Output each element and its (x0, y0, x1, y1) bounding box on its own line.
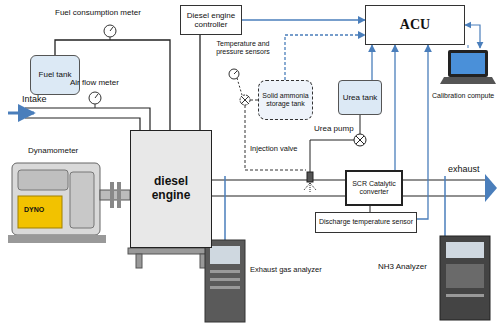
connector (55, 40, 170, 130)
laptop-link (465, 25, 480, 48)
laptop-link (468, 45, 469, 48)
urea-pump-symbol (354, 134, 366, 146)
connector (242, 19, 365, 20)
urea-line (310, 115, 360, 172)
tank-box: Fuel tank (30, 55, 80, 95)
connector (285, 35, 365, 80)
nh3-analyzer-cabinet (440, 236, 490, 320)
air-flow-gauge (89, 92, 101, 108)
sensor-lead (370, 205, 371, 212)
node-text: Urea tank (343, 93, 378, 102)
converter-box: SCR Catalytic converter (345, 170, 403, 206)
outlet-label: exhaust (448, 164, 480, 174)
temp-pressure-gauge (229, 69, 242, 95)
injector-nozzle (304, 172, 316, 192)
sensor-label: Temperature and pressure sensors (212, 40, 274, 56)
laptop-icon (440, 50, 496, 84)
exhaust-gas-analyzer-cabinet (205, 240, 245, 322)
node-text: Fuel tank (39, 70, 72, 79)
connector (199, 35, 200, 130)
node-text: diesel engine (134, 175, 208, 203)
computer-label: Calibration compute (432, 92, 494, 100)
sampling-probes (225, 176, 445, 240)
inlet-label: Intake (22, 94, 47, 104)
part-label: Dynamometer (28, 146, 78, 155)
connector (371, 45, 372, 80)
exhaust-arrow (485, 174, 497, 202)
meter-label: Fuel consumption meter (55, 8, 141, 17)
intake-arrow (8, 112, 34, 115)
node-text: ACU (400, 17, 430, 33)
shaft-coupling (100, 182, 130, 208)
intake-pipe (25, 108, 150, 130)
sensor-box: Discharge temperature sensor (315, 212, 417, 233)
injection-valve-symbol (240, 95, 250, 105)
meter-label: Air flow meter (70, 78, 119, 87)
dynamometer-figure (8, 163, 106, 243)
control-unit-box: ACU (365, 5, 465, 45)
valve-label: Injection valve (250, 145, 298, 154)
engine-box: diesel engine (130, 130, 212, 248)
node-text: Discharge temperature sensor (319, 218, 413, 226)
analyzer-label: Exhaust gas analyzer (250, 266, 322, 275)
connector (394, 45, 395, 170)
analyzer-label: NH3 Analyzer (378, 262, 427, 271)
tank-box: Urea tank (338, 80, 382, 115)
controller-box: Diesel engine controller (180, 5, 242, 35)
node-text: SCR Catalytic converter (350, 180, 398, 196)
engine-stand (128, 248, 214, 268)
pump-label: Urea pump (314, 124, 354, 133)
node-text: Diesel engine controller (184, 11, 238, 29)
fuel-meter-gauge (104, 25, 116, 40)
logo-text: DYNO (24, 206, 44, 214)
node-text: Solid ammonia storage tank (262, 92, 309, 108)
storage-tank-box: Solid ammonia storage tank (258, 80, 313, 120)
connector (417, 45, 428, 219)
